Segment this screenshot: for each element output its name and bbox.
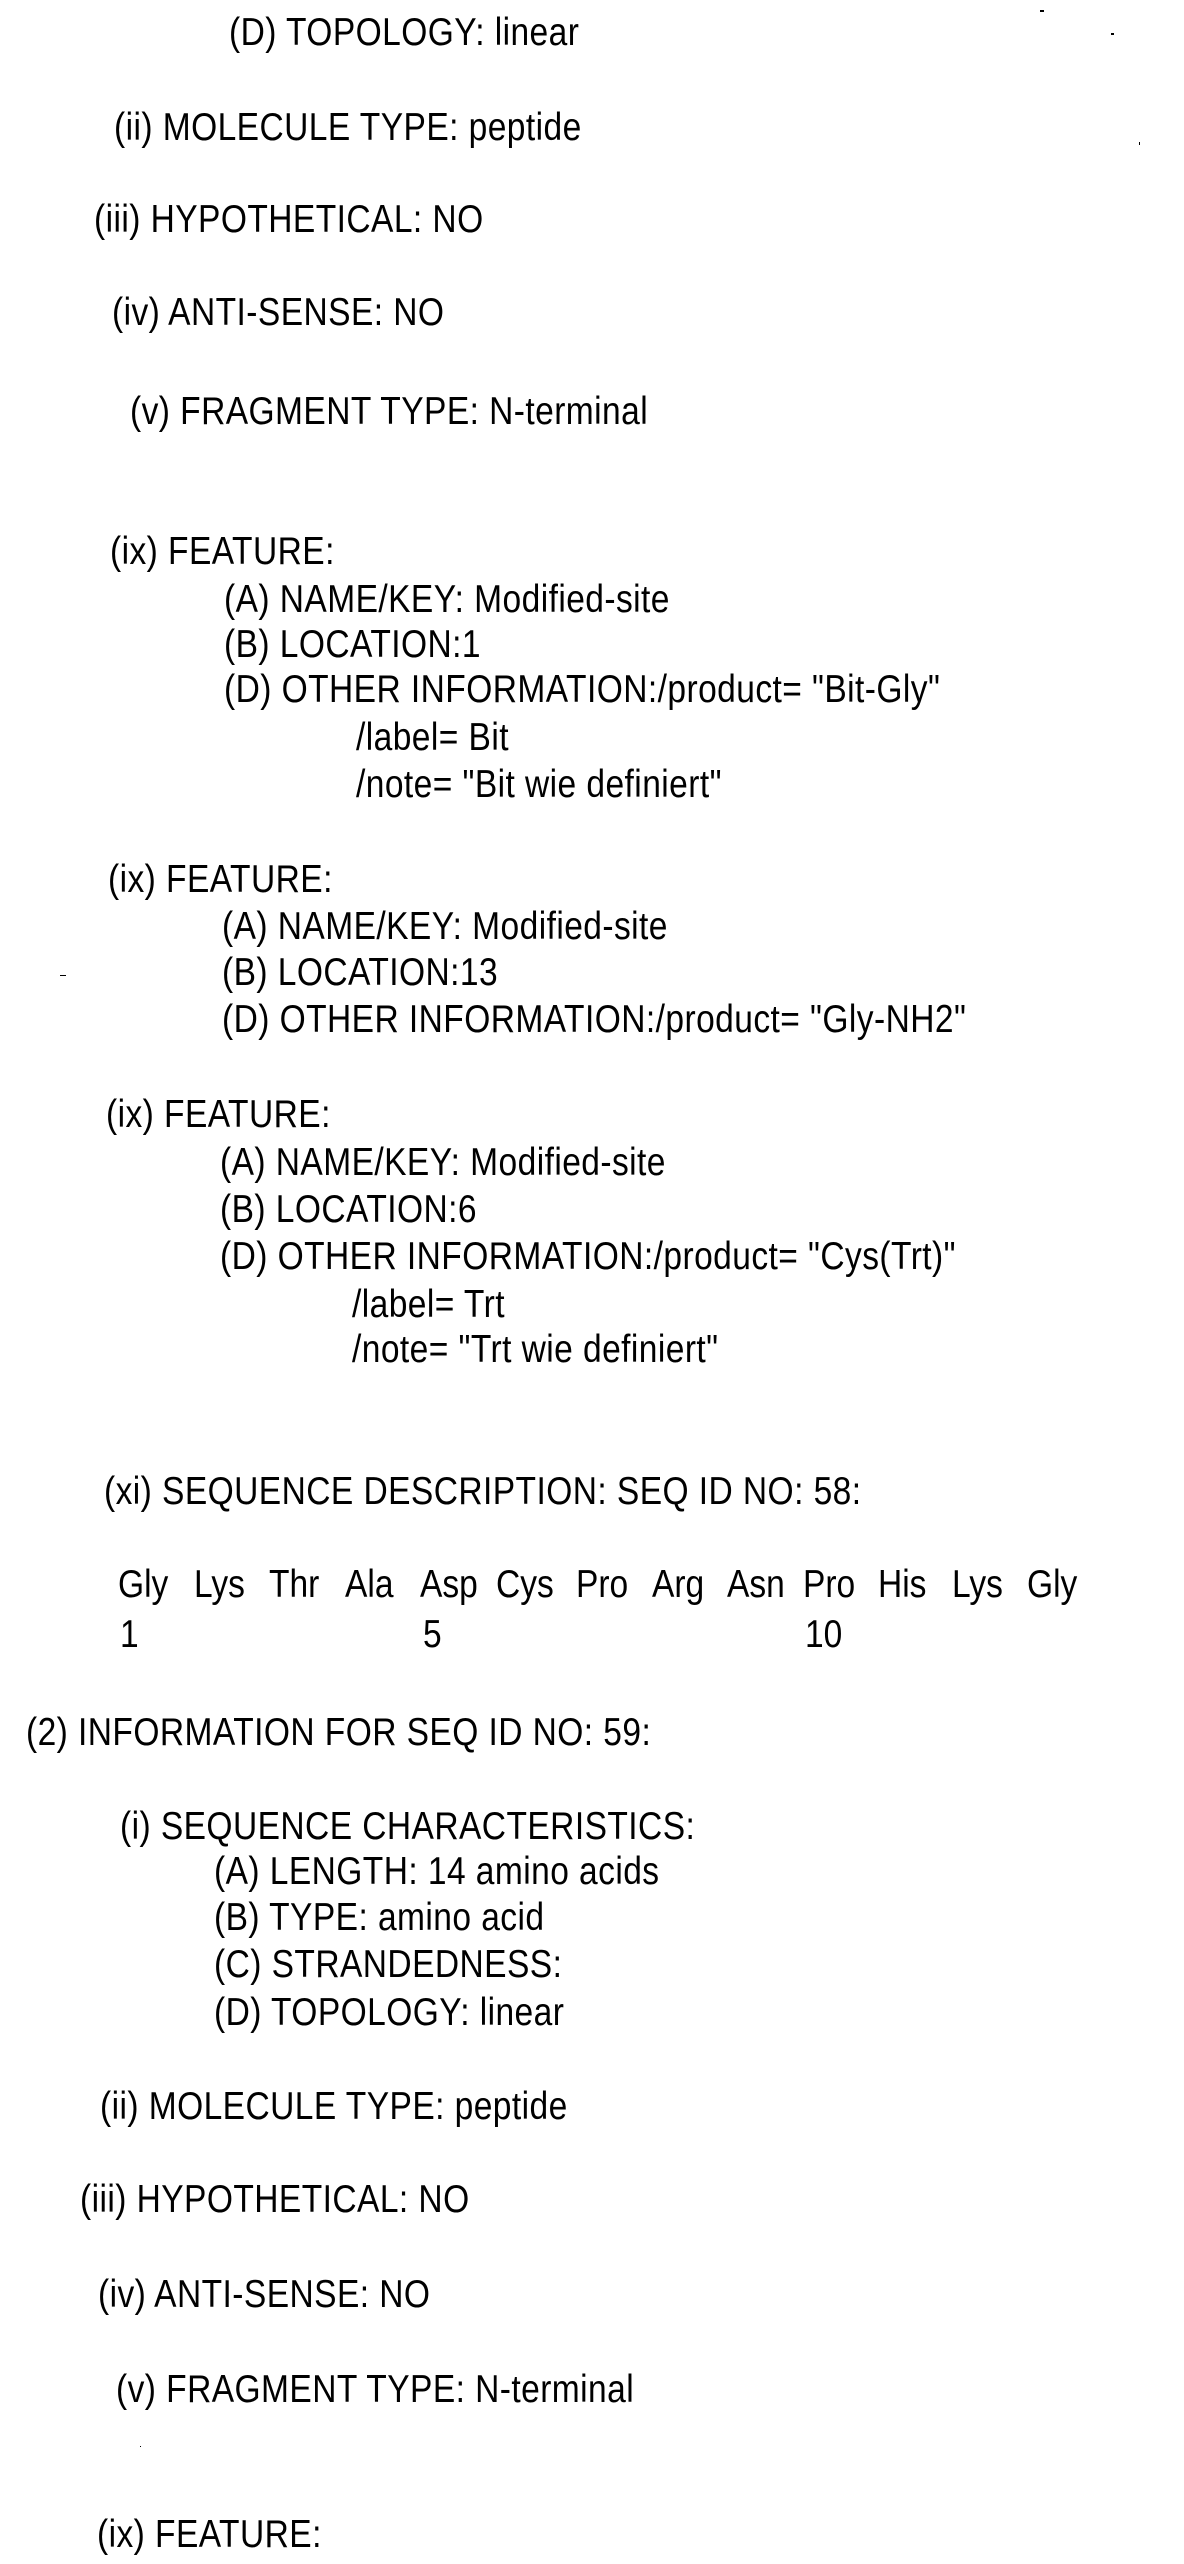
feature-other-info: (D) OTHER INFORMATION:/product= "Bit-Gly… bbox=[224, 668, 941, 711]
scan-speck bbox=[140, 2446, 141, 2447]
residue: Lys bbox=[952, 1563, 1003, 1606]
topology-line: (D) TOPOLOGY: linear bbox=[229, 11, 580, 54]
feature-heading: (ix) FEATURE: bbox=[108, 858, 333, 901]
scan-speck bbox=[1040, 10, 1044, 12]
feature-location: (B) LOCATION:6 bbox=[220, 1188, 477, 1231]
residue: Asp bbox=[420, 1563, 478, 1606]
feature-name-key: (A) NAME/KEY: Modified-site bbox=[224, 578, 670, 621]
residue: Gly bbox=[1027, 1563, 1078, 1606]
feature-heading: (ix) FEATURE: bbox=[110, 530, 335, 573]
residue: Cys bbox=[496, 1563, 554, 1606]
residue: Thr bbox=[269, 1563, 320, 1606]
hypothetical-line: (iii) HYPOTHETICAL: NO bbox=[80, 2178, 470, 2221]
molecule-type-line: (ii) MOLECULE TYPE: peptide bbox=[114, 106, 582, 149]
scan-speck bbox=[1139, 142, 1140, 145]
feature-note: /note= "Bit wie definiert" bbox=[356, 763, 722, 806]
scan-speck bbox=[60, 975, 66, 976]
residue: Lys bbox=[194, 1563, 245, 1606]
feature-note: /note= "Trt wie definiert" bbox=[352, 1328, 719, 1371]
sequence-description-line: (xi) SEQUENCE DESCRIPTION: SEQ ID NO: 58… bbox=[104, 1470, 862, 1513]
feature-other-info: (D) OTHER INFORMATION:/product= "Cys(Trt… bbox=[220, 1235, 956, 1278]
type-line: (B) TYPE: amino acid bbox=[214, 1896, 545, 1939]
residue: His bbox=[878, 1563, 927, 1606]
sequence-characteristics-line: (i) SEQUENCE CHARACTERISTICS: bbox=[120, 1805, 696, 1848]
feature-heading: (ix) FEATURE: bbox=[97, 2513, 322, 2556]
feature-location: (B) LOCATION:1 bbox=[224, 623, 481, 666]
length-line: (A) LENGTH: 14 amino acids bbox=[214, 1850, 660, 1893]
feature-other-info: (D) OTHER INFORMATION:/product= "Gly-NH2… bbox=[222, 998, 967, 1041]
position-marker: 1 bbox=[120, 1613, 139, 1656]
fragment-type-line: (v) FRAGMENT TYPE: N-terminal bbox=[116, 2368, 635, 2411]
position-marker: 10 bbox=[805, 1613, 843, 1656]
anti-sense-line: (iv) ANTI-SENSE: NO bbox=[112, 291, 445, 334]
feature-name-key: (A) NAME/KEY: Modified-site bbox=[222, 905, 668, 948]
residue: Pro bbox=[576, 1563, 629, 1606]
residue: Gly bbox=[118, 1563, 169, 1606]
residue: Pro bbox=[803, 1563, 856, 1606]
molecule-type-line: (ii) MOLECULE TYPE: peptide bbox=[100, 2085, 568, 2128]
topology-line: (D) TOPOLOGY: linear bbox=[214, 1991, 565, 2034]
hypothetical-line: (iii) HYPOTHETICAL: NO bbox=[94, 198, 484, 241]
residue: Arg bbox=[652, 1563, 705, 1606]
feature-label: /label= Trt bbox=[352, 1283, 505, 1326]
fragment-type-line: (v) FRAGMENT TYPE: N-terminal bbox=[130, 390, 649, 433]
residue: Ala bbox=[345, 1563, 394, 1606]
residue: Asn bbox=[727, 1563, 785, 1606]
position-marker: 5 bbox=[423, 1613, 442, 1656]
strandedness-line: (C) STRANDEDNESS: bbox=[214, 1943, 563, 1986]
feature-location: (B) LOCATION:13 bbox=[222, 951, 499, 994]
scan-speck bbox=[1111, 33, 1114, 35]
feature-name-key: (A) NAME/KEY: Modified-site bbox=[220, 1141, 666, 1184]
seq-info-heading: (2) INFORMATION FOR SEQ ID NO: 59: bbox=[26, 1711, 652, 1754]
feature-heading: (ix) FEATURE: bbox=[106, 1093, 331, 1136]
anti-sense-line: (iv) ANTI-SENSE: NO bbox=[98, 2273, 431, 2316]
feature-label: /label= Bit bbox=[356, 716, 509, 759]
